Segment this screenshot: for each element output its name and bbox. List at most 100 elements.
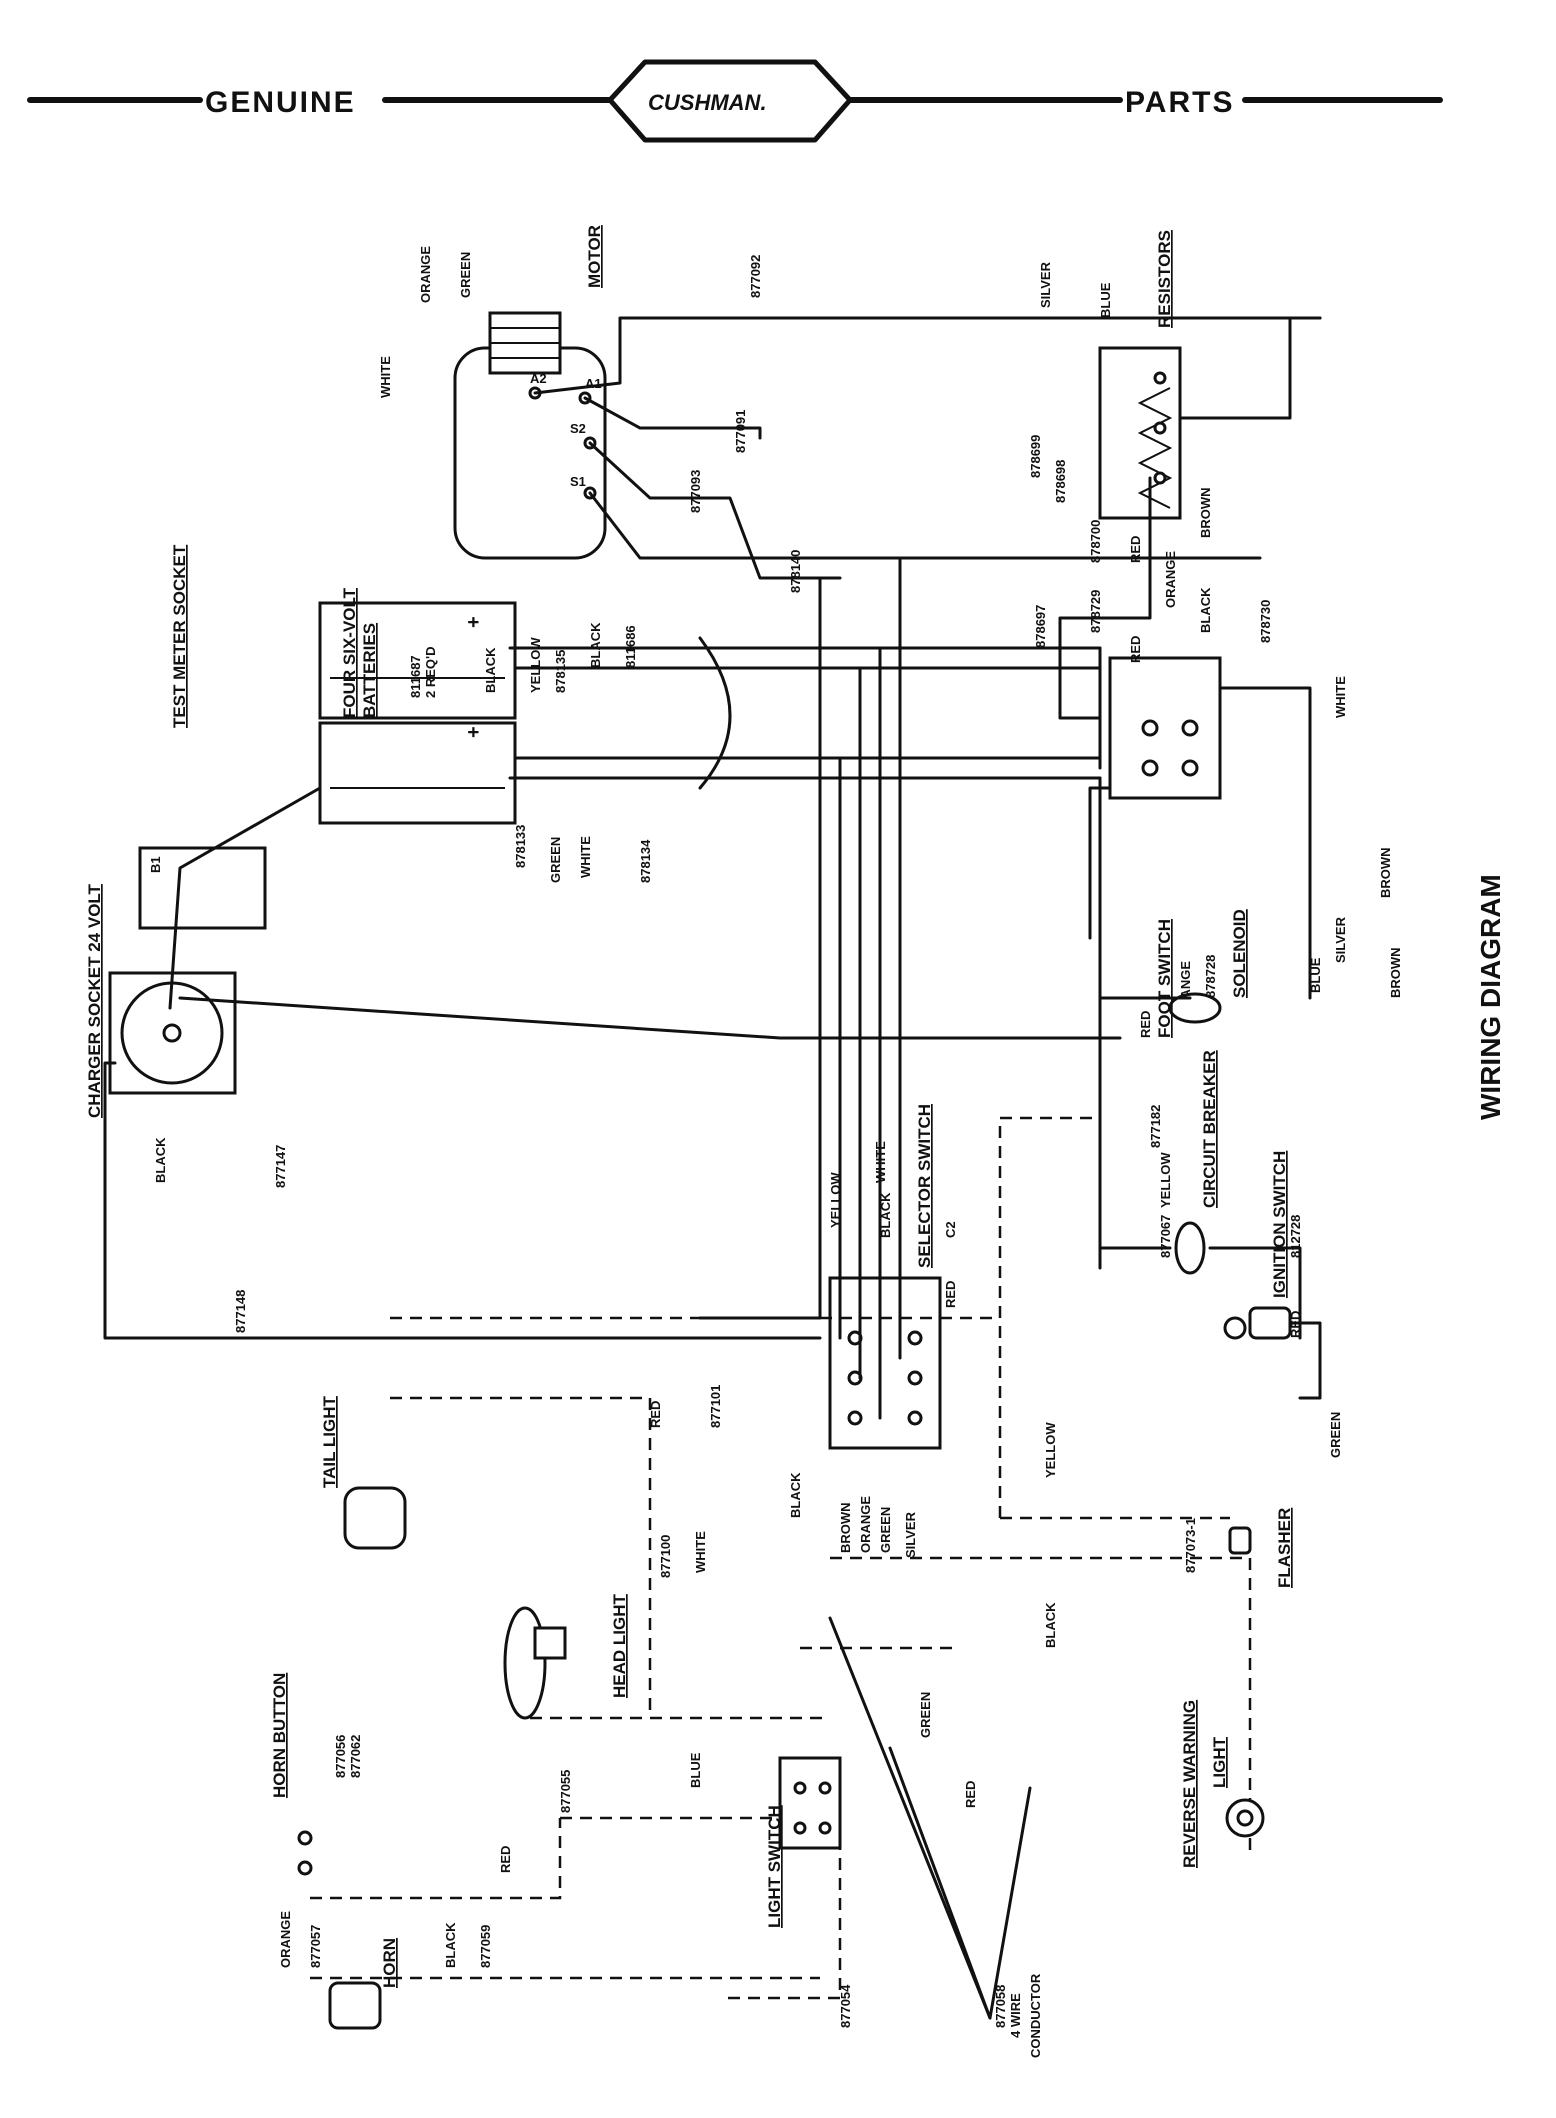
part-877147: 877147 — [273, 1145, 288, 1188]
tail-light-wire-red: RED — [648, 1401, 663, 1428]
part-877073: 877073-1 — [1183, 1518, 1198, 1573]
part-877058: 877058 — [993, 1985, 1008, 2028]
resistors-title: RESISTORS — [1155, 230, 1174, 328]
header-parts: PARTS — [1125, 86, 1234, 119]
head-light: HEAD LIGHT WHITE 877100 — [503, 1531, 708, 1720]
header-genuine: GENUINE — [205, 86, 356, 119]
battery-wire-black: BLACK — [483, 647, 498, 693]
selector-wire-green: GREEN — [878, 1507, 893, 1553]
part-878140: 878140 — [788, 550, 803, 593]
battery-plus-1: + — [463, 616, 485, 628]
ignition-switch-title: IGNITION SWITCH — [1270, 1151, 1289, 1298]
wire-877148 — [103, 1061, 822, 1340]
resistor-wire-brown: BROWN — [1198, 487, 1213, 538]
light-switch-wire-blue: BLUE — [688, 1752, 703, 1788]
circuit-breaker-wire-yellow: YELLOW — [1158, 1152, 1173, 1208]
resistors: RESISTORS SILVER BLUE BROWN — [1038, 230, 1213, 538]
resistor-wire-silver: SILVER — [1038, 261, 1053, 308]
part-877148: 877148 — [233, 1290, 248, 1333]
selector-wire-black: BLACK — [878, 1192, 893, 1238]
foot-switch-title: FOOT SWITCH — [1155, 919, 1174, 1038]
conductor-leader-3 — [828, 1616, 992, 2020]
motor-wire-green: GREEN — [458, 252, 473, 298]
tail-light-title: TAIL LIGHT — [320, 1395, 339, 1488]
solenoid-wire-brown: BROWN — [1378, 847, 1393, 898]
horn-wire-black: BLACK — [443, 1922, 458, 1968]
part-877091: 877091 — [733, 410, 748, 453]
batteries-title-2: BATTERIES — [360, 623, 379, 718]
reverse-warning-light: REVERSE WARNING LIGHT — [1180, 1700, 1265, 1868]
motor-terminal-s1: S1 — [570, 474, 586, 489]
solenoid-wire-blue: BLUE — [1308, 957, 1323, 993]
tail-light: TAIL LIGHT RED — [320, 1395, 663, 1550]
charger-socket: CHARGER SOCKET 24 VOLT BLACK 877147 8771… — [85, 883, 288, 1333]
wire-878140 — [588, 491, 1262, 560]
part-877093: 877093 — [688, 470, 703, 513]
motor-wire-white: WHITE — [378, 356, 393, 398]
head-light-wire-white: WHITE — [693, 1531, 708, 1573]
wire-breaker-to-ignition — [1208, 1246, 1302, 1340]
head-light-title: HEAD LIGHT — [610, 1594, 629, 1699]
solenoid-wire-black: BLACK — [1198, 587, 1213, 633]
light-switch-wire-black-2: BLACK — [1043, 1602, 1058, 1648]
solenoid-wire-red-2: RED — [1128, 636, 1143, 663]
light-switch-title: LIGHT SWITCH — [765, 1805, 784, 1928]
wire-solenoid-4 — [1088, 786, 1112, 940]
circuit-breaker: CIRCUIT BREAKER 877182 YELLOW — [1148, 1050, 1219, 1275]
wire-877091 — [583, 396, 762, 440]
part-877067: 877067 — [1158, 1215, 1173, 1258]
dash-wire-7 — [560, 1816, 842, 2000]
dash-wire-9 — [310, 1818, 562, 1900]
wire-877093 — [588, 441, 842, 580]
part-878728: 878728 — [1203, 955, 1218, 998]
caption: WIRING DIAGRAM — [1475, 874, 1506, 1120]
part-878730: 878730 — [1258, 600, 1273, 643]
circuit-breaker-title: CIRCUIT BREAKER — [1200, 1050, 1219, 1208]
light-switch-wire-red: RED — [963, 1781, 978, 1808]
batteries: + + FOUR SIX-VOLT BATTERIES 811687 2 REQ… — [318, 587, 653, 883]
horn-title: HORN — [380, 1938, 399, 1988]
part-877100: 877100 — [658, 1535, 673, 1578]
horn-button-title: HORN BUTTON — [270, 1673, 289, 1798]
selector-switch: SELECTOR SWITCH YELLOW WHITE BLACK C2 RE… — [708, 1104, 1058, 1558]
part-877062: 877062 — [348, 1735, 363, 1778]
motor-terminal-a2: A2 — [530, 371, 547, 386]
part-877055: 877055 — [558, 1770, 573, 1813]
foot-switch: FOOT SWITCH RED — [1138, 919, 1222, 1038]
part-4wire: 4 WIRE — [1008, 1993, 1023, 2038]
solenoid-wire-brown-2: BROWN — [1388, 947, 1403, 998]
wire-solenoid-3 — [1058, 476, 1152, 720]
header-banner: GENUINE CUSHMAN. PARTS — [27, 59, 1443, 143]
motor-terminal-s2: S2 — [570, 421, 586, 436]
wire-solenoid-1 — [1178, 316, 1322, 420]
part-877092: 877092 — [748, 255, 763, 298]
part-conductor: CONDUCTOR — [1028, 1973, 1043, 2058]
wire-877147 — [178, 996, 1122, 1040]
solenoid-wire-silver: SILVER — [1333, 916, 1348, 963]
part-877054: 877054 — [838, 1984, 853, 2028]
horn-button-wire-red: RED — [498, 1846, 513, 1873]
battery-plus-2: + — [463, 726, 485, 738]
ignition-wire-green: GREEN — [1328, 1412, 1343, 1458]
ignition-switch: IGNITION SWITCH 812728 RED GREEN 877067 — [1158, 1151, 1343, 1458]
motor-wire-orange: ORANGE — [418, 246, 433, 303]
solenoid-wire-orange: ORANGE — [1163, 551, 1178, 608]
selector-wire-orange: ORANGE — [858, 1496, 873, 1553]
solenoid-title: SOLENOID — [1230, 909, 1249, 998]
test-meter-title: TEST METER SOCKET — [170, 544, 189, 728]
horn-button: HORN BUTTON 877056 877062 RED 877055 — [270, 1673, 573, 1876]
part-878700: 878700 — [1088, 520, 1103, 563]
cable-bridge — [698, 636, 732, 790]
light-switch-wire-green: GREEN — [918, 1692, 933, 1738]
solenoid: 878699 878698 878700 RED 878697 878729 R… — [1028, 435, 1403, 1018]
part-878729: 878729 — [1088, 590, 1103, 633]
part-878133: 878133 — [513, 825, 528, 868]
conductor-leader-1 — [988, 1786, 1032, 2020]
selector-wire-red: RED — [943, 1281, 958, 1308]
part-811687: 811687 — [408, 655, 423, 698]
test-meter-socket: B1 TEST METER SOCKET — [138, 544, 267, 930]
foot-switch-wire-red: RED — [1138, 1011, 1153, 1038]
charger-wire-black: BLACK — [153, 1137, 168, 1183]
reverse-warning-title-2: LIGHT — [1210, 1736, 1229, 1788]
